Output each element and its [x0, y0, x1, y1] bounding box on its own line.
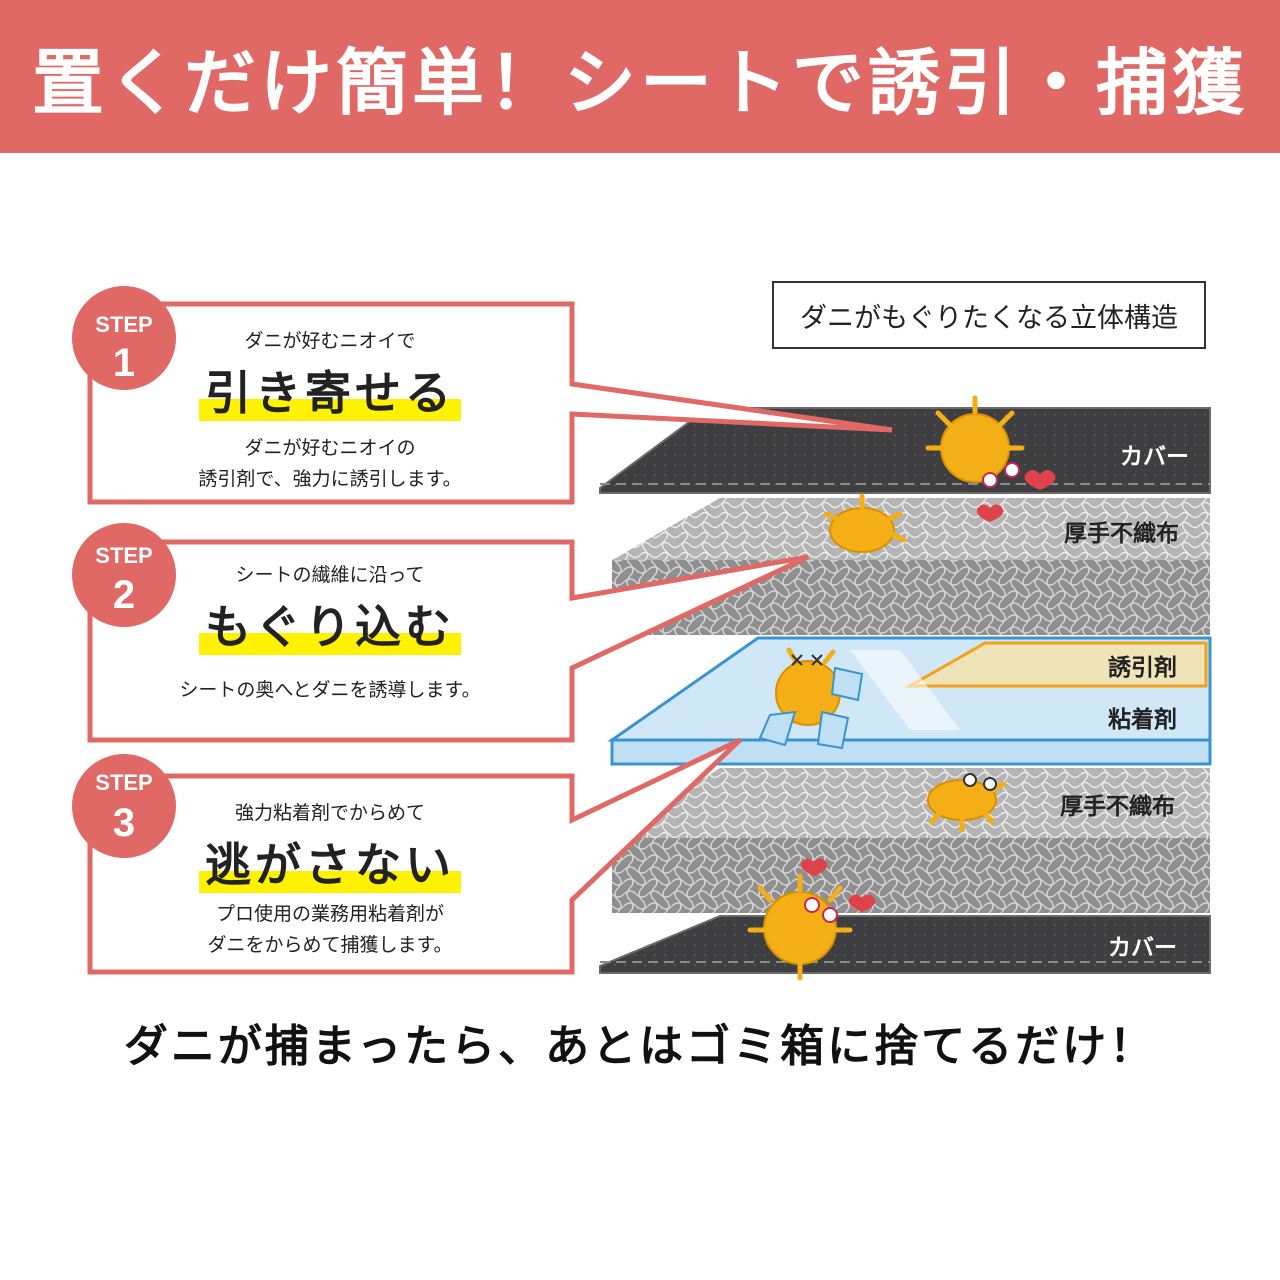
- step-subtitle: 強力粘着剤でからめて: [234, 802, 425, 824]
- layer-label-adhesive: 粘着剤: [1108, 707, 1177, 733]
- step-3-badge: STEP 3: [72, 754, 176, 858]
- step-2-text: シートの繊維に沿って もぐり込む シートの奥へとダニを誘導します。: [170, 560, 490, 706]
- step-subtitle: ダニが好むニオイで: [244, 330, 416, 352]
- step-heading: 引き寄せる: [205, 366, 455, 420]
- mite-icon: [758, 647, 864, 750]
- step-heading: 逃がさない: [205, 838, 455, 892]
- mite-icon: [927, 773, 1007, 833]
- step-heading-wrap: もぐり込む: [199, 591, 461, 657]
- cover-top-layer: [599, 407, 1211, 494]
- step-1-callout: [87, 301, 893, 505]
- bottom-caption: ダニが捕まったら、あとはゴミ箱に捨てるだけ！: [123, 1021, 1157, 1072]
- layer-label-cover-bottom: カバー: [1108, 935, 1177, 961]
- heart-icon: [976, 470, 1056, 522]
- heading-highlight: [199, 399, 461, 421]
- step-description: ダニが好むニオイの 誘引剤で、強力に誘引します。: [180, 433, 480, 495]
- desc-line: シートの奥へとダニを誘導します。: [179, 679, 481, 701]
- step-subtitle: シートの繊維に沿って: [235, 564, 425, 586]
- step-1-badge: STEP 1: [72, 286, 176, 390]
- step-description: シートの奥へとダニを誘導します。: [170, 675, 490, 706]
- svg-text:1: 1: [113, 341, 135, 385]
- svg-text:3: 3: [113, 801, 135, 845]
- desc-line: 誘引剤で、強力に誘引します。: [198, 468, 462, 490]
- desc-line: ダニが好むニオイの: [244, 437, 416, 459]
- desc-line: ダニをからめて捕獲します。: [207, 934, 453, 956]
- svg-text:STEP: STEP: [95, 543, 152, 568]
- svg-text:STEP: STEP: [95, 312, 152, 337]
- step-heading-wrap: 引き寄せる: [199, 357, 461, 423]
- step-heading: もぐり込む: [205, 600, 455, 654]
- layer-label-cover-top: カバー: [1120, 444, 1189, 470]
- mite-icon: [823, 493, 907, 553]
- desc-line: プロ使用の業務用粘着剤が: [215, 903, 444, 925]
- svg-text:2: 2: [113, 573, 135, 617]
- title-banner: 置くだけ簡単！シートで誘引・捕獲: [0, 0, 1280, 153]
- layer-label-attractant: 誘引剤: [1108, 655, 1177, 681]
- mite-icon: [747, 873, 853, 981]
- step-2-badge: STEP 2: [72, 523, 176, 627]
- banner-title: 置くだけ簡単！シートで誘引・捕獲: [31, 41, 1248, 125]
- step-3-text: 強力粘着剤でからめて 逃がさない プロ使用の業務用粘着剤が ダニをからめて捕獲し…: [180, 798, 480, 961]
- step-1-text: ダニが好むニオイで 引き寄せる ダニが好むニオイの 誘引剤で、強力に誘引します。: [180, 326, 480, 495]
- nonwoven-bottom-layer: [612, 768, 1210, 913]
- mite-icon: [925, 395, 1025, 488]
- heart-icon: [800, 858, 876, 912]
- step-heading-wrap: 逃がさない: [199, 829, 461, 895]
- svg-text:STEP: STEP: [95, 770, 152, 795]
- heading-highlight: [199, 633, 461, 655]
- layer-label-nonwoven-top: 厚手不織布: [1064, 521, 1179, 547]
- step-description: プロ使用の業務用粘着剤が ダニをからめて捕獲します。: [180, 899, 480, 961]
- structure-label: ダニがもぐりたくなる立体構造: [772, 281, 1206, 349]
- step-3-callout: [87, 737, 742, 975]
- heading-highlight: [199, 871, 461, 893]
- layer-label-nonwoven-bottom: 厚手不織布: [1060, 794, 1175, 820]
